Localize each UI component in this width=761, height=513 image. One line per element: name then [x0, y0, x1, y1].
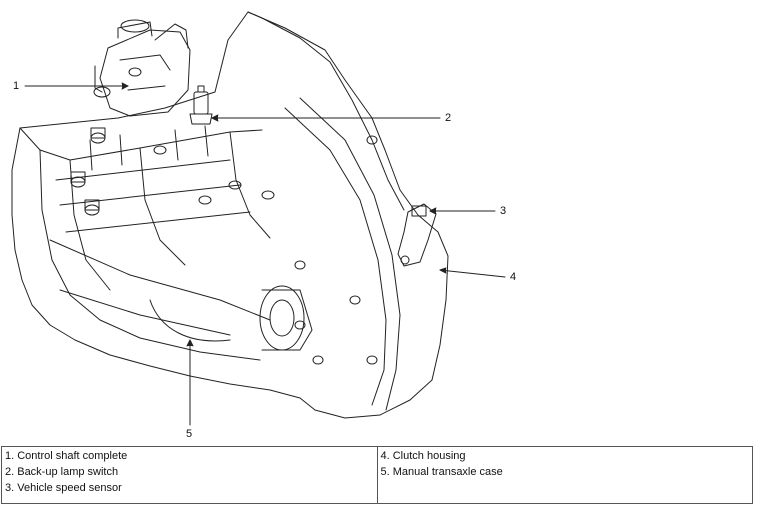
- legend-right-column: 4. Clutch housing 5. Manual transaxle ca…: [376, 446, 753, 504]
- transaxle-drawing: [11, 11, 506, 426]
- vehicle-speed-sensor: [397, 203, 437, 267]
- transaxle-case-outline: [11, 11, 449, 419]
- callout-3: 3: [500, 205, 507, 217]
- output-flange: [259, 285, 305, 351]
- callout-5: 5: [186, 428, 193, 440]
- callout-4: 4: [510, 271, 517, 283]
- transaxle-diagram: 1 2 3 4 5: [11, 11, 517, 440]
- leader-lines: [24, 82, 506, 426]
- legend-item-4: 4. Clutch housing: [380, 450, 466, 462]
- legend-item-2: 2. Back-up lamp switch: [5, 466, 119, 478]
- callout-2: 2: [445, 112, 452, 124]
- callout-1: 1: [13, 80, 20, 92]
- control-shaft-assembly: [93, 19, 191, 117]
- legend-item-1: 1. Control shaft complete: [5, 450, 128, 462]
- clutch-housing-edge: [247, 11, 405, 211]
- legend-table: 1. Control shaft complete 2. Back-up lam…: [1, 446, 753, 504]
- legend-left-column: 1. Control shaft complete 2. Back-up lam…: [1, 446, 378, 504]
- backup-lamp-switch: [189, 85, 213, 125]
- legend-item-3: 3. Vehicle speed sensor: [5, 482, 122, 494]
- legend-item-5: 5. Manual transaxle case: [380, 466, 503, 478]
- case-bolts: [70, 127, 378, 365]
